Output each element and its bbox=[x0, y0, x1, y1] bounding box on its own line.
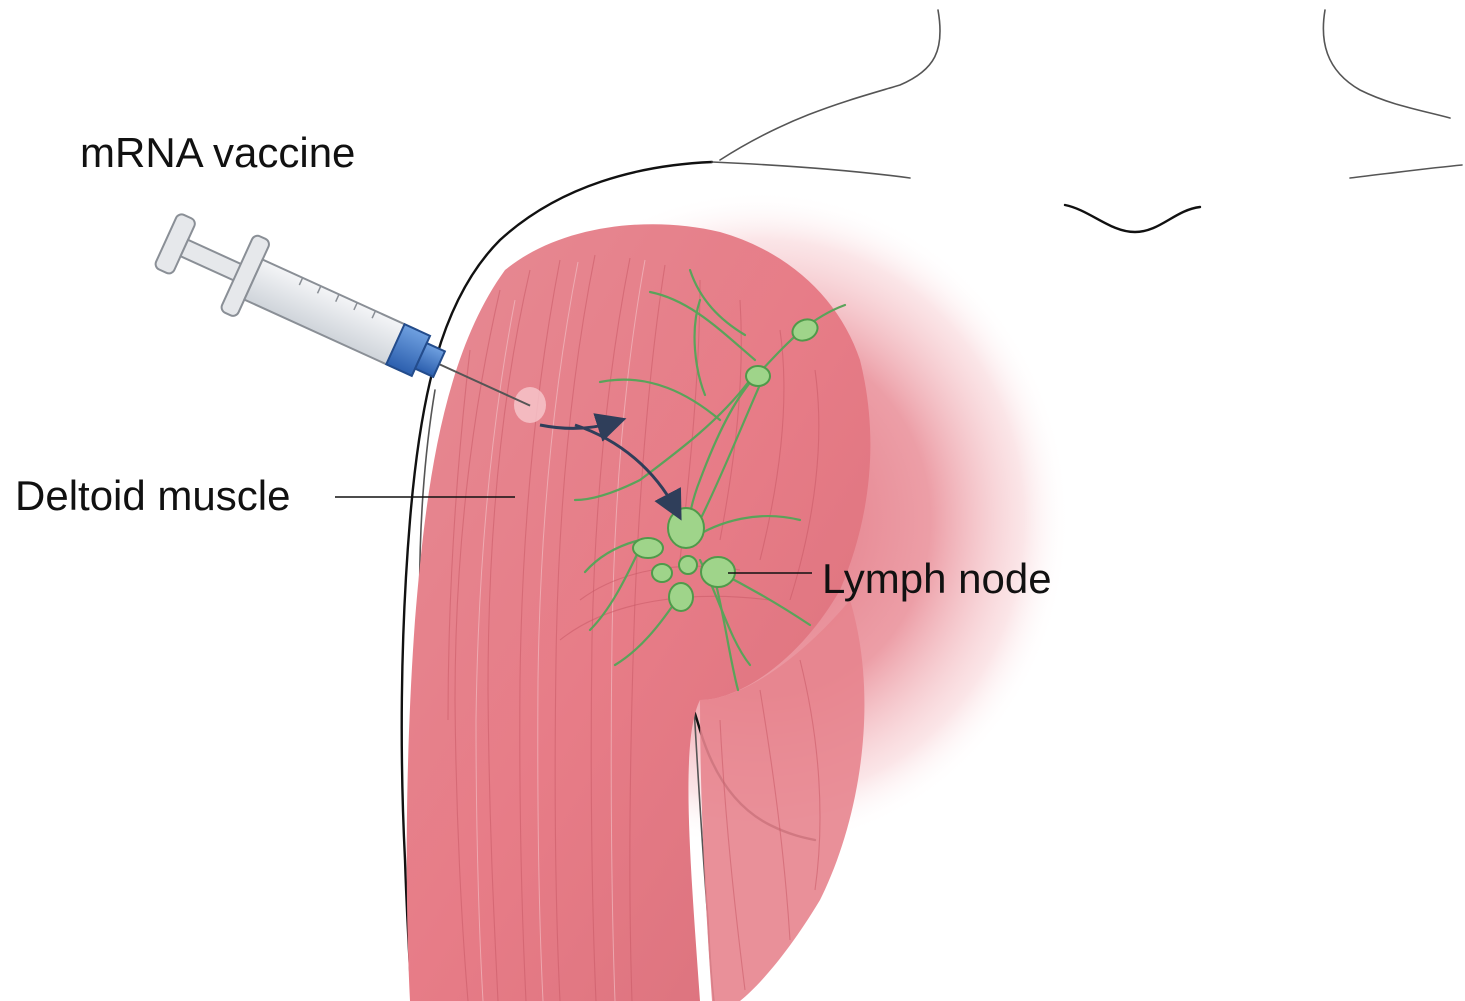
label-lymph-node: Lymph node bbox=[822, 555, 1052, 602]
lymph-node bbox=[668, 508, 704, 548]
label-deltoid-muscle: Deltoid muscle bbox=[15, 472, 290, 519]
lymph-node bbox=[701, 557, 735, 587]
lymph-node bbox=[652, 564, 672, 582]
lymph-node bbox=[679, 556, 697, 574]
lymph-node bbox=[633, 538, 663, 558]
lymph-node bbox=[669, 583, 693, 611]
label-mrna-vaccine: mRNA vaccine bbox=[80, 129, 355, 176]
lymph-node bbox=[746, 366, 770, 386]
